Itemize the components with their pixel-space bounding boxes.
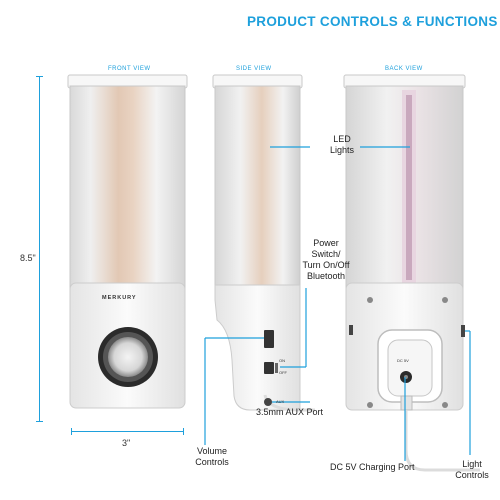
height-dimension-line: [39, 76, 40, 422]
width-dimension-tick-left: [71, 428, 72, 435]
width-dimension-label: 3": [122, 438, 131, 448]
back-view-label: BACK VIEW: [385, 66, 423, 72]
device-label-on: ON: [279, 358, 285, 363]
led-lights-label: LED Lights: [329, 134, 355, 155]
front-view-label: FRONT VIEW: [108, 66, 151, 72]
page-title: PRODUCT CONTROLS & FUNCTIONS: [247, 14, 498, 29]
brand-logo: MERKURY: [102, 295, 137, 301]
side-view-label: SIDE VIEW: [236, 66, 272, 72]
height-dimension-label: 8.5": [20, 253, 36, 263]
charging-port-label: DC 5V Charging Port: [330, 462, 415, 472]
width-dimension-tick-right: [183, 428, 184, 435]
height-dimension-tick-top: [36, 76, 43, 77]
device-label-off: OFF: [279, 370, 287, 375]
light-controls-label: Light Controls: [455, 459, 489, 480]
side-speaker: [212, 74, 315, 412]
aux-port-label: 3.5mm AUX Port: [256, 407, 324, 417]
back-speaker: [343, 74, 480, 472]
device-label-dc: DC 5V: [397, 358, 409, 363]
device-label-aux: AUX: [276, 399, 285, 404]
volume-controls-label: Volume Controls: [195, 446, 229, 467]
power-switch-label: Power Switch/ Turn On/Off Bluetooth: [302, 238, 350, 281]
height-dimension-tick-bottom: [36, 421, 43, 422]
width-dimension-line: [71, 431, 184, 432]
front-speaker: [67, 74, 188, 409]
